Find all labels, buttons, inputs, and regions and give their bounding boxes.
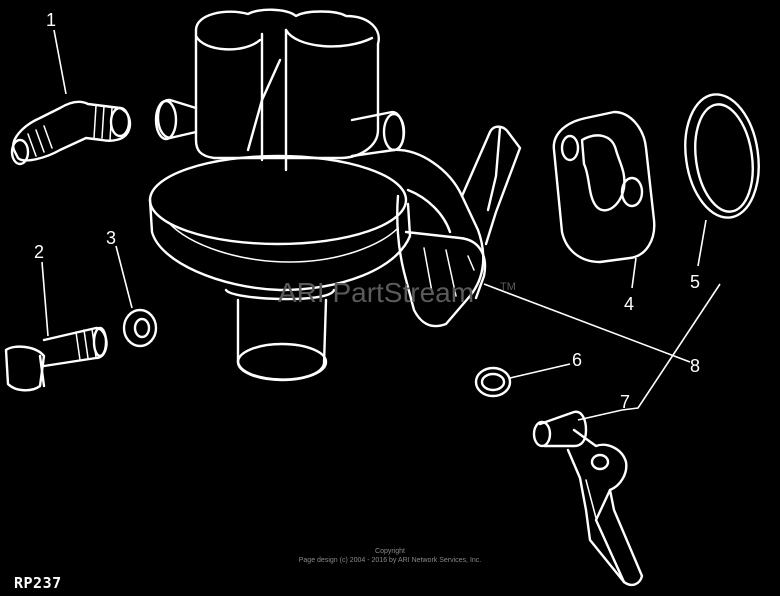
callout-6[interactable]: 6	[572, 350, 582, 370]
part-6-small-o-ring[interactable]	[474, 366, 512, 398]
leader-5	[697, 219, 707, 267]
leader-6	[509, 363, 571, 379]
leader-1	[53, 29, 67, 95]
callout-5[interactable]: 5	[690, 272, 700, 292]
callout-7[interactable]: 7	[620, 392, 630, 412]
watermark-text: ARI PartStream	[278, 277, 474, 308]
leader-8	[483, 283, 691, 363]
leader-7	[577, 283, 721, 421]
part-2-bolt[interactable]	[4, 326, 108, 392]
leader-4	[631, 257, 637, 289]
leader-2	[41, 261, 49, 337]
part-4-gasket[interactable]	[552, 110, 656, 264]
callout-2[interactable]: 2	[34, 242, 44, 262]
callout-4[interactable]: 4	[624, 294, 634, 314]
copyright-title: Copyright	[375, 548, 405, 555]
leader-lines	[41, 29, 721, 421]
fuel-pump-body[interactable]	[148, 8, 522, 382]
leader-3	[115, 245, 133, 309]
callout-3[interactable]: 3	[106, 228, 116, 248]
part-1-elbow-fitting[interactable]	[10, 100, 132, 166]
watermark-trademark: TM	[500, 281, 516, 293]
figure-code: RP237	[14, 574, 62, 592]
part-7-rocker-arm[interactable]	[532, 410, 644, 587]
part-5-large-o-ring[interactable]	[678, 90, 767, 223]
callout-1[interactable]: 1	[46, 10, 56, 30]
copyright-notice: Page design (c) 2004 - 2016 by ARI Netwo…	[298, 557, 482, 564]
part-3-washer[interactable]	[122, 308, 158, 348]
callout-8[interactable]: 8	[690, 356, 700, 376]
